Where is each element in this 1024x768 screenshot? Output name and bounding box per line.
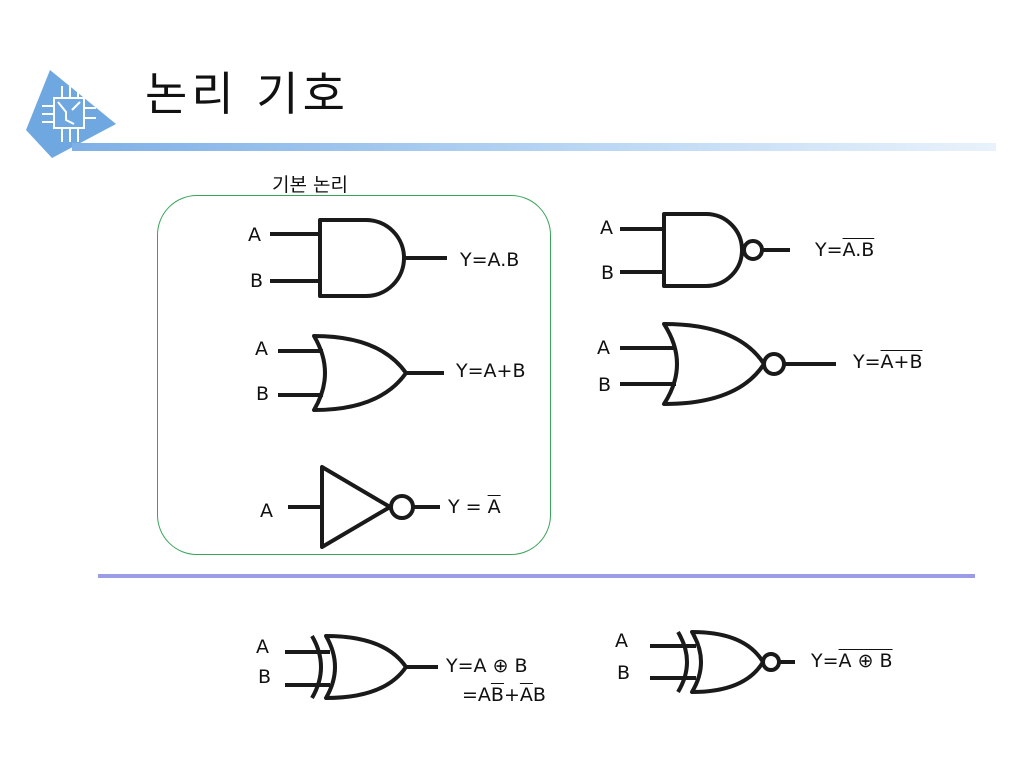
- xnor-gate-icon: [650, 630, 795, 694]
- nor-gate-icon: [620, 322, 836, 406]
- and-output-expression: Y=A.B: [460, 249, 520, 271]
- or-input-b-label: B: [256, 383, 270, 405]
- and-input-b-label: B: [250, 270, 264, 292]
- not-input-a-label: A: [260, 500, 273, 522]
- title-underline: [72, 143, 996, 151]
- basic-logic-label: 기본 논리: [272, 174, 348, 196]
- xnor-output-expression: Y=A ⊕ B: [811, 650, 893, 672]
- or-output-expression: Y=A+B: [456, 360, 526, 382]
- xor-expansion-expression: =AB+AB: [462, 684, 546, 706]
- xor-output-expression: Y=A ⊕ B: [446, 655, 528, 677]
- divider-line: [98, 574, 975, 578]
- or-gate-icon: [278, 334, 444, 412]
- nand-gate-icon: [620, 212, 790, 288]
- and-gate-icon: [270, 218, 447, 298]
- not-output-expression: Y = A: [448, 496, 501, 518]
- nor-output-expression: Y=A+B: [853, 351, 923, 373]
- xnor-input-a-label: A: [615, 630, 628, 652]
- xor-gate-icon: [285, 634, 438, 700]
- page-title: 논리 기호: [145, 67, 349, 121]
- xor-input-b-label: B: [258, 666, 272, 688]
- not-gate-icon: [288, 465, 440, 549]
- basic-logic-group: [157, 195, 551, 555]
- chip-logo-icon: [22, 68, 118, 164]
- xor-input-a-label: A: [256, 636, 269, 658]
- nor-input-a-label: A: [597, 337, 610, 359]
- and-input-a-label: A: [248, 224, 261, 246]
- xnor-input-b-label: B: [617, 662, 631, 684]
- nand-input-b-label: B: [601, 262, 615, 284]
- or-input-a-label: A: [255, 338, 268, 360]
- nand-input-a-label: A: [600, 217, 613, 239]
- nand-output-expression: Y=A.B: [815, 239, 875, 261]
- nor-input-b-label: B: [598, 374, 612, 396]
